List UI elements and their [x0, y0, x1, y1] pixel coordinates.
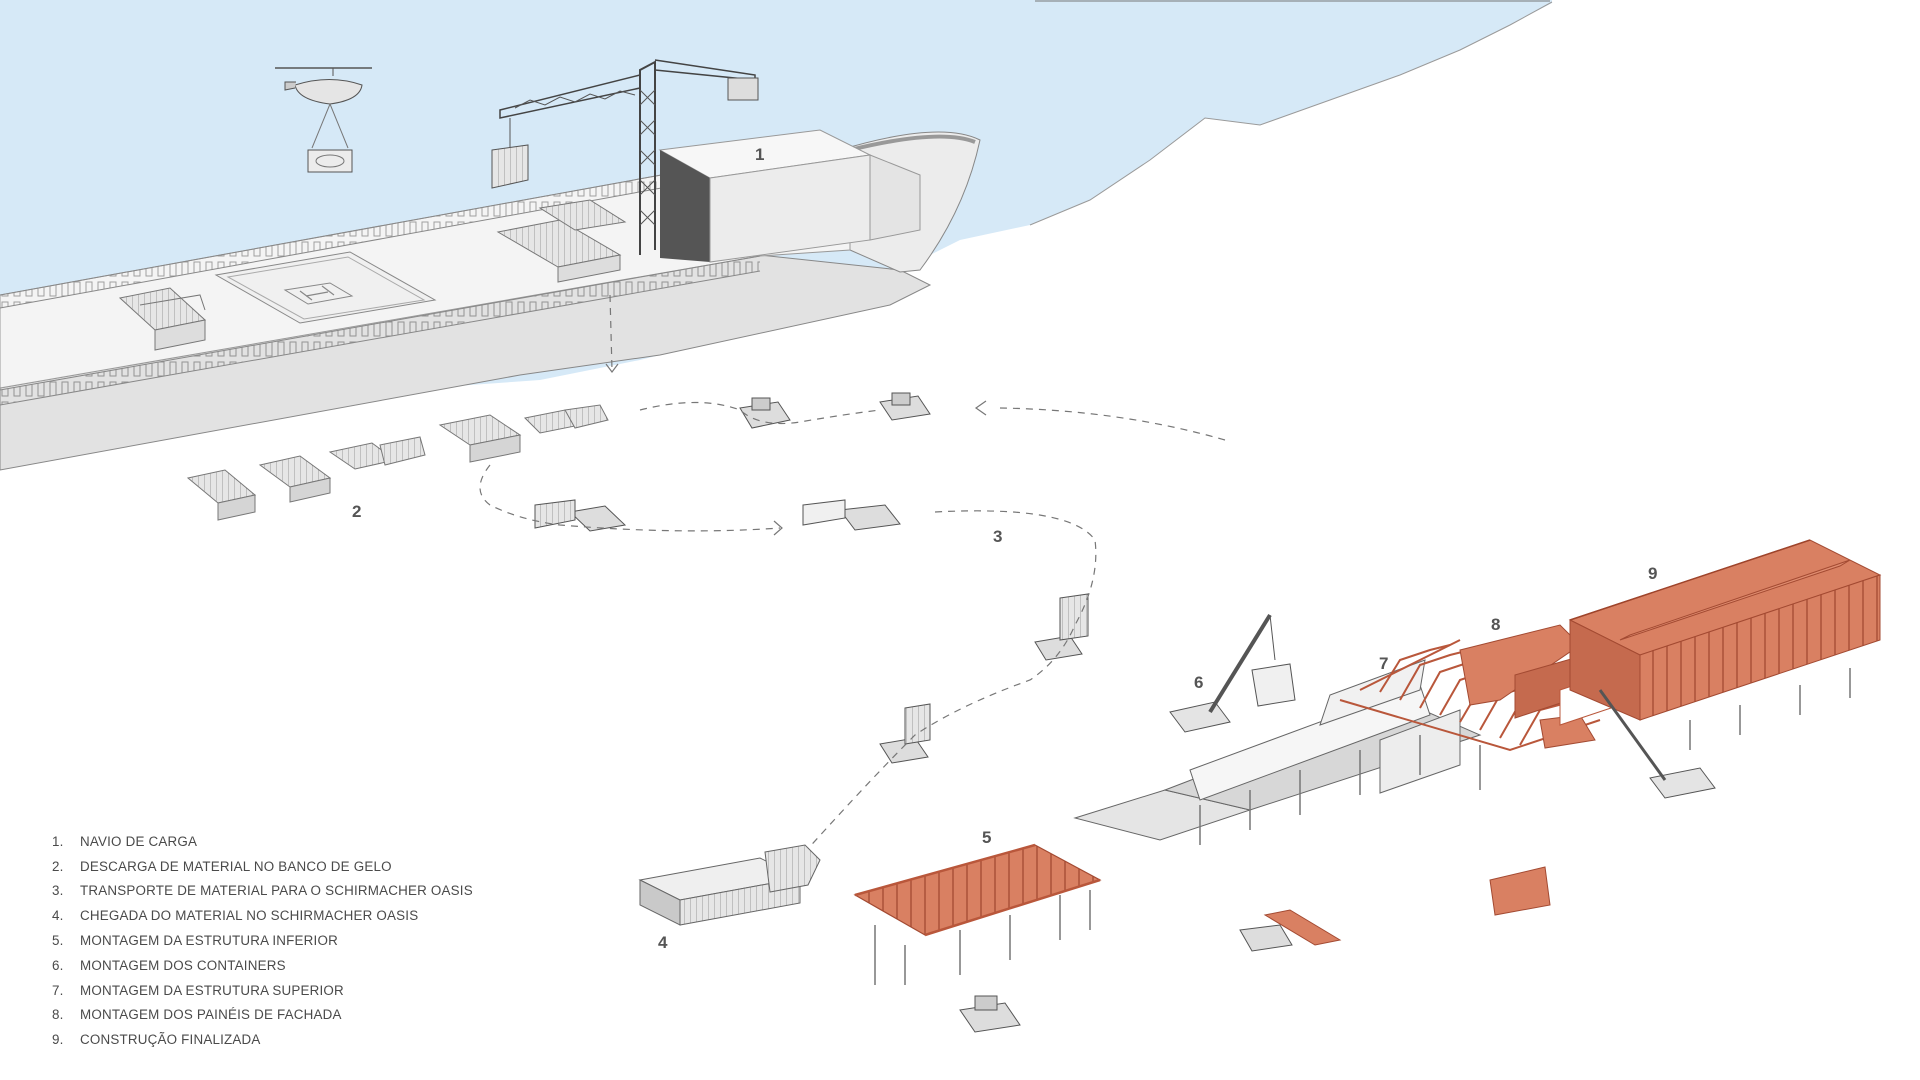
stage-label-7: 7	[1379, 654, 1388, 673]
legend-item: 1. NAVIO DE CARGA	[52, 829, 473, 854]
legend-number: 2.	[52, 858, 64, 874]
route-arrows	[605, 363, 987, 536]
legend-text: NAVIO DE CARGA	[80, 833, 198, 849]
legend-number: 7.	[52, 982, 64, 998]
legend-text: MONTAGEM DOS CONTAINERS	[80, 957, 286, 973]
legend-number: 1.	[52, 833, 64, 849]
mobile-crane	[1598, 689, 1716, 799]
legend-number: 5.	[52, 933, 64, 949]
legend-text: CONSTRUÇÃO FINALIZADA	[80, 1032, 261, 1048]
stage-label-6: 6	[1194, 673, 1203, 692]
facade-panel-pile	[1489, 866, 1551, 916]
legend-text: MONTAGEM DA ESTRUTURA SUPERIOR	[80, 982, 344, 998]
crane-load-container	[491, 144, 529, 189]
legend: 1. NAVIO DE CARGA 2. DESCARGA DE MATERIA…	[52, 829, 473, 1052]
stage-label-2: 2	[352, 502, 361, 521]
deck-containers-stern	[118, 287, 207, 351]
transport-route	[479, 294, 1226, 881]
unloaded-material	[186, 404, 609, 521]
legend-number: 9.	[52, 1032, 64, 1048]
legend-text: DESCARGA DE MATERIAL NO BANCO DE GELO	[80, 858, 392, 874]
upper-structure-legs	[1199, 735, 1481, 845]
hanging-container	[1251, 663, 1296, 707]
legend-number: 8.	[52, 1007, 64, 1023]
legend-item: 6. MONTAGEM DOS CONTAINERS	[52, 953, 473, 978]
helicopter-cargo	[307, 149, 353, 173]
stage-label-8: 8	[1491, 615, 1500, 634]
snowcat-1	[739, 397, 791, 429]
deck-containers-bow	[496, 199, 627, 283]
snowcat-3	[534, 499, 627, 532]
legend-text: MONTAGEM DA ESTRUTURA INFERIOR	[80, 933, 338, 949]
crawler-crane	[1169, 613, 1296, 733]
stage-label-4: 4	[658, 933, 668, 952]
stage-labels: 1 2 3 4 5 6 7 8 9	[352, 145, 1657, 952]
stage-label-3: 3	[993, 527, 1002, 546]
snowcat-4	[802, 499, 901, 531]
stage-label-9: 9	[1648, 564, 1657, 583]
ship-superstructure	[658, 129, 921, 263]
legend-item: 3. TRANSPORTE DE MATERIAL PARA O SCHIRMA…	[52, 879, 473, 904]
cargo-ship	[0, 129, 981, 471]
panel-stack-small	[1263, 909, 1342, 946]
snowcat-6	[879, 703, 931, 764]
legend-item: 8. MONTAGEM DOS PAINÉIS DE FACHADA	[52, 1003, 473, 1028]
stage-label-1: 1	[755, 145, 764, 164]
stage-label-5: 5	[982, 828, 991, 847]
tower-crane	[491, 59, 759, 255]
legend-text: MONTAGEM DOS PAINÉIS DE FACHADA	[80, 1007, 342, 1023]
helicopter	[275, 67, 372, 173]
legend-number: 4.	[52, 908, 64, 924]
arrived-containers	[638, 844, 821, 926]
snowcat-vehicles	[534, 392, 1293, 1033]
legend-number: 6.	[52, 957, 64, 973]
legend-text: CHEGADA DO MATERIAL NO SCHIRMACHER OASIS	[80, 908, 419, 924]
bulldozer	[959, 995, 1021, 1033]
ice-shelf-edge	[1029, 1, 1553, 226]
legend-text: TRANSPORTE DE MATERIAL PARA O SCHIRMACHE…	[80, 883, 473, 899]
legend-item: 9. CONSTRUÇÃO FINALIZADA	[52, 1027, 473, 1052]
legend-item: 4. CHEGADA DO MATERIAL NO SCHIRMACHER OA…	[52, 903, 473, 928]
helipad	[214, 251, 437, 324]
completed-building	[1568, 539, 1882, 750]
lower-structure	[853, 843, 1102, 985]
legend-item: 5. MONTAGEM DA ESTRUTURA INFERIOR	[52, 928, 473, 953]
container-platform	[1073, 659, 1482, 841]
snowcat-5	[1034, 593, 1089, 661]
snowcat-7	[1239, 924, 1293, 952]
legend-number: 3.	[52, 883, 64, 899]
legend-item: 2. DESCARGA DE MATERIAL NO BANCO DE GELO	[52, 854, 473, 879]
snowcat-2	[879, 392, 931, 421]
legend-item: 7. MONTAGEM DA ESTRUTURA SUPERIOR	[52, 978, 473, 1003]
